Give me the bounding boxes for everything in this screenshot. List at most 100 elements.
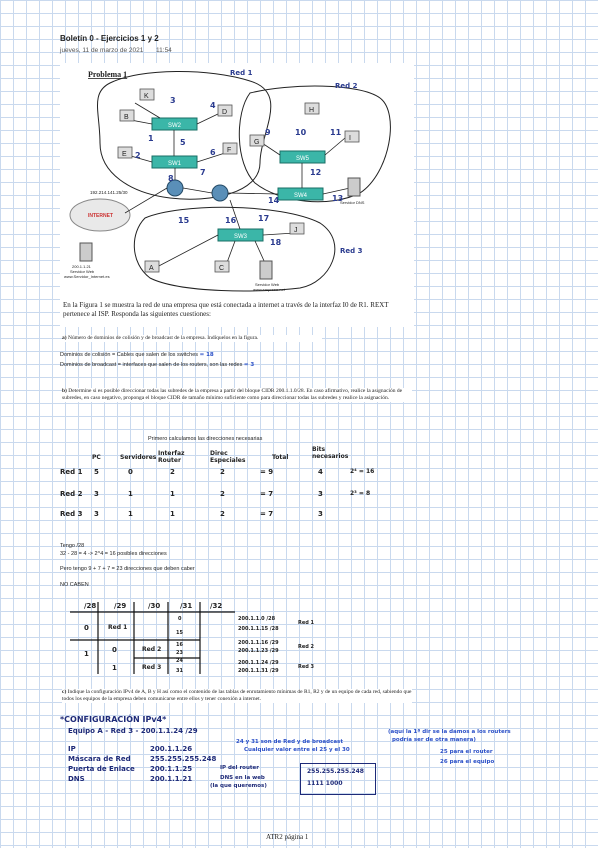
row3-bits: 3 [318, 510, 323, 518]
sw5-label: SW5 [296, 156, 310, 162]
tree-left1: 1 [84, 650, 89, 658]
svg-text:1: 1 [148, 134, 154, 143]
row2-ifr: 1 [170, 490, 175, 498]
red1-hand: Red 1 [230, 69, 253, 77]
server-dns-label: Servidor DNS [340, 200, 365, 205]
svg-text:11: 11 [330, 128, 342, 137]
tree-col3d: 23 [176, 650, 183, 656]
row2-pow: 2³ = 8 [350, 490, 371, 497]
note-3: Pero tengo 9 + 7 + 7 = 23 direcciones qu… [60, 566, 195, 572]
sw5-switch [279, 150, 326, 164]
sw3-label: SW3 [234, 234, 248, 240]
answer-a1-value: = 18 [199, 352, 214, 358]
question-a-text: Número de dominios de colisión y de broa… [67, 335, 259, 341]
server-web-url: www.empresa.net [253, 287, 286, 292]
config-mask-label: Máscara de Red [68, 755, 131, 763]
question-b-label: b) [62, 388, 67, 394]
config-dns-label: DNS [68, 775, 85, 783]
side-note-5: 25 para el router [440, 749, 493, 755]
config-equipo: Equipo A - Red 3 - 200.1.1.24 /29 [68, 727, 198, 735]
range-2: 200.1.1.15 /28 [238, 626, 279, 632]
tree-red3: Red 3 [142, 664, 162, 671]
page-date: jueves, 11 de marzo de 2021 11:54 [60, 47, 172, 54]
side-note-4: podría ser de otra manera) [392, 737, 476, 743]
config-dns-note2: (la que queremos) [210, 783, 267, 789]
sw1-label: SW1 [168, 161, 182, 167]
server-dns [347, 177, 361, 197]
svg-text:17: 17 [258, 214, 269, 223]
server-inet-3: www.Servidor_Internet.es [64, 274, 110, 279]
tree-col3c: 16 [176, 642, 183, 648]
server-inet-2: Servidor Web [70, 269, 95, 274]
side-note-2: Cualquier valor entre el 25 y el 30 [244, 747, 350, 753]
answer-a2: Dominios de broadcast = interfaces que s… [60, 362, 254, 369]
row1-esp: 2 [220, 468, 225, 476]
row2-pc: 3 [94, 490, 99, 498]
network-diagram: SW2 SW1 SW5 SW4 SW3 K B E D F H G I J A … [64, 69, 391, 292]
pc-h [304, 102, 320, 115]
hdr-pc: PC [92, 454, 101, 461]
side-note-3: (aquí la 1ª dir se la damos a los router… [388, 729, 511, 735]
pc-j [289, 222, 305, 235]
svg-text:15: 15 [178, 216, 190, 225]
ip-label: 192.214.141.25/30 [90, 190, 128, 195]
svg-text:7: 7 [200, 168, 206, 177]
row2-bits: 3 [318, 490, 323, 498]
mask-box: 255.255.255.248 1111 1000 [300, 763, 376, 795]
time-text: 11:54 [156, 47, 172, 54]
pc-a [144, 260, 160, 273]
mask-box-line2: 1111 1000 [307, 780, 343, 787]
r2-router [211, 184, 229, 202]
config-gw-label: Puerta de Enlace [68, 765, 135, 773]
config-section: *CONFIGURACIÓN IPv4* Equipo A - Red 3 - … [60, 715, 590, 805]
row3-total: = 7 [260, 510, 274, 518]
config-title: *CONFIGURACIÓN IPv4* [60, 715, 167, 724]
tree-col3f: 31 [176, 668, 183, 674]
answer-a1-text: Dominios de colisión = Cables que salen … [60, 352, 199, 358]
question-b: b) Determine si es posible direccionar t… [62, 388, 412, 402]
red3-region [133, 206, 336, 292]
red2-hand: Red 2 [335, 82, 358, 90]
row2-esp: 2 [220, 490, 225, 498]
row1-srv: 0 [128, 468, 133, 476]
red3-hand: Red 3 [340, 247, 363, 255]
pc-i [344, 130, 360, 143]
tree-left0: 0 [84, 624, 89, 632]
pc-d [217, 104, 233, 117]
row2-srv: 1 [128, 490, 133, 498]
svg-text:12: 12 [310, 168, 321, 177]
row1-ifr: 2 [170, 468, 175, 476]
row2-total: = 7 [260, 490, 274, 498]
row3-srv: 1 [128, 510, 133, 518]
svg-text:18: 18 [270, 238, 282, 247]
note-1: Tengo /28 [60, 543, 85, 549]
config-gw-value: 200.1.1.25 [150, 765, 193, 773]
range-1: 200.1.1.0 /28 [238, 616, 276, 622]
range-3: 200.1.1.16 /29 [238, 640, 279, 646]
answer-a1: Dominios de colisión = Cables que salen … [60, 352, 214, 359]
range-5: 200.1.1.24 /29 [238, 660, 279, 666]
side-note-6: 26 para el equipo [440, 759, 495, 765]
svg-text:9: 9 [265, 128, 271, 137]
question-a-label: a) [62, 335, 67, 341]
pc-e [117, 146, 133, 159]
page-title: Boletín 0 - Ejercicios 1 y 2 [60, 34, 159, 43]
svg-text:13: 13 [332, 194, 343, 203]
pc-a-label: A [149, 265, 154, 272]
question-a: a) Número de dominios de colisión y de b… [62, 335, 322, 342]
date-text: jueves, 11 de marzo de 2021 [60, 47, 144, 54]
subnet-tree: /28 /29 /30 /31 /32 0 1 Red 1 0 1 Red 2 … [70, 600, 400, 680]
problem-scan: SW2 SW1 SW5 SW4 SW3 K B E D F H G I J A … [60, 63, 414, 327]
row3-esp: 2 [220, 510, 225, 518]
brace-red1: Red 1 [298, 620, 315, 626]
hdr-total: Total [272, 454, 289, 461]
mask-box-line1: 255.255.255.248 [307, 768, 364, 775]
svg-text:5: 5 [180, 138, 186, 147]
tree-h5: /32 [210, 602, 223, 610]
svg-text:14: 14 [268, 196, 280, 205]
row1-name: Red 1 [60, 468, 83, 476]
pc-k [139, 88, 155, 101]
tree-h4: /31 [180, 602, 193, 610]
pc-f-label: F [227, 147, 231, 154]
